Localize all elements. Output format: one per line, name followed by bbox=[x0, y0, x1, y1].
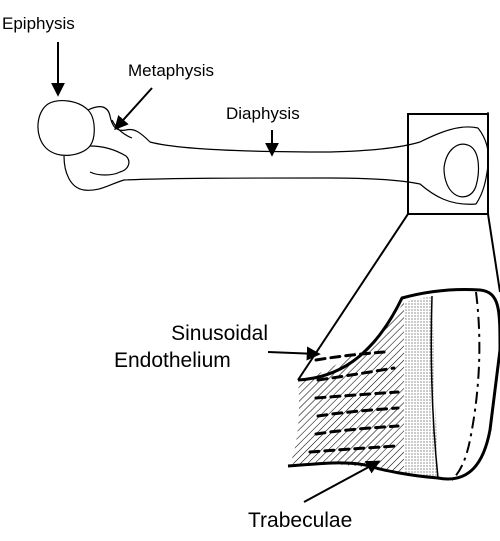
dash-dot-line bbox=[452, 292, 479, 480]
enlarged-bone-section bbox=[288, 289, 500, 480]
trabeculae-arrow bbox=[304, 462, 378, 502]
metaphysis-arrow bbox=[116, 88, 152, 128]
label-diaphysis: Diaphysis bbox=[226, 104, 300, 124]
zoom-connector-right bbox=[488, 214, 500, 292]
femoral-head bbox=[38, 101, 94, 156]
label-endothelium: Endothelium bbox=[114, 349, 231, 373]
distal-condyle bbox=[444, 144, 478, 197]
label-metaphysis: Metaphysis bbox=[128, 61, 214, 81]
label-trabeculae: Trabeculae bbox=[248, 509, 352, 533]
label-sinusoidal: Sinusoidal bbox=[138, 322, 268, 346]
sinusoidal-arrow bbox=[268, 352, 318, 354]
greater-trochanter bbox=[90, 146, 129, 175]
zoom-box bbox=[408, 114, 488, 214]
dotted-zone bbox=[404, 296, 438, 478]
label-epiphysis: Epiphysis bbox=[2, 14, 75, 34]
femur-lower-contour bbox=[64, 156, 476, 204]
